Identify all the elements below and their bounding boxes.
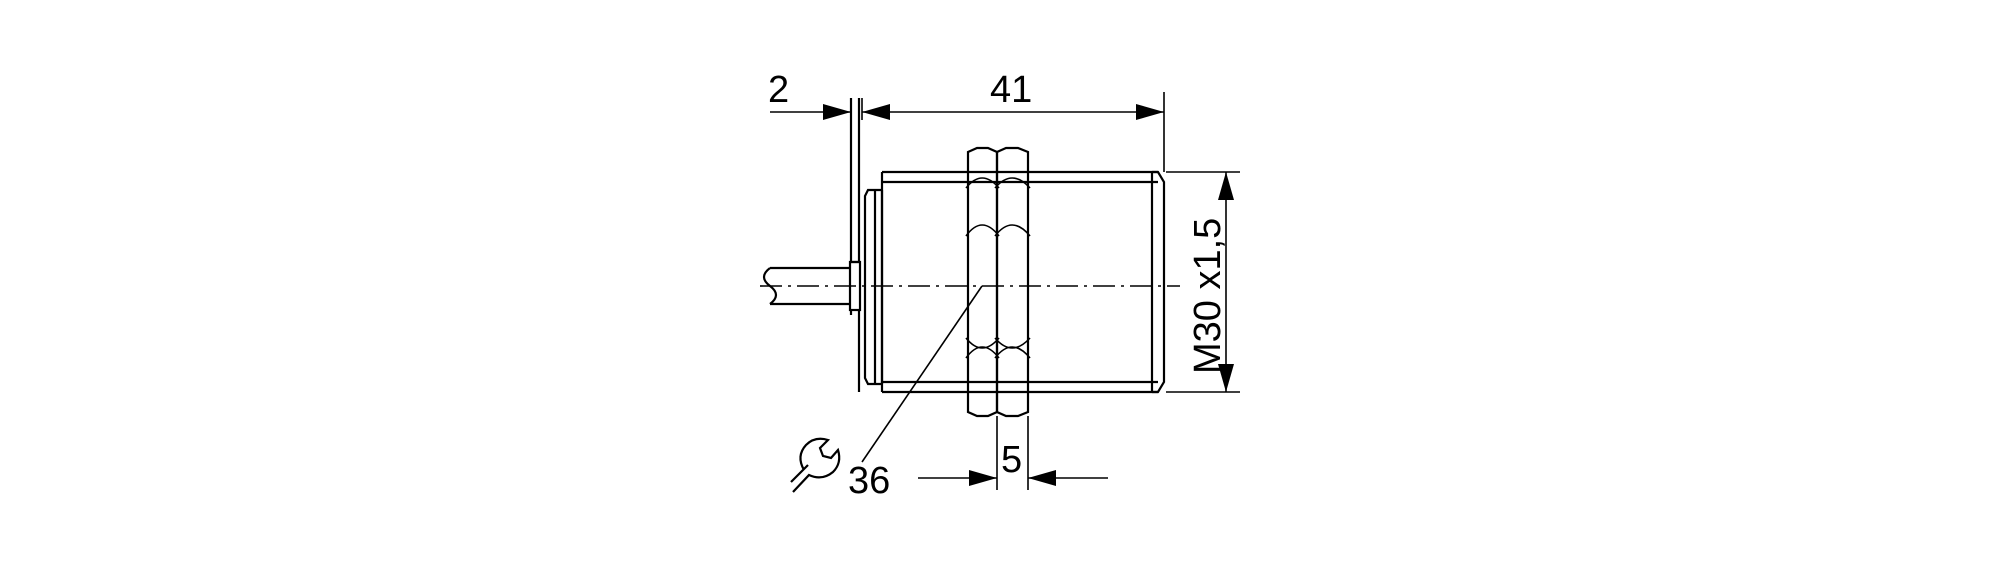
- flange: [849, 98, 861, 392]
- dim-label-thread: M30 x1,5: [1187, 218, 1229, 374]
- wrench-icon: [790, 437, 841, 493]
- dim-label-wrench-size: 36: [848, 460, 890, 502]
- hex-nut-right: [994, 146, 1031, 418]
- rear-cap: [863, 188, 884, 386]
- hex-nut-left: [965, 146, 1000, 418]
- dim-label-body-length: 41: [990, 69, 1032, 111]
- dimension-wrench-size: 36: [790, 285, 983, 502]
- dim-label-flange-gap: 2: [768, 69, 789, 111]
- sensor-body: [880, 170, 1166, 394]
- dim-label-nut-width: 5: [1001, 439, 1022, 481]
- dimension-flange-gap: 2: [768, 69, 890, 120]
- dimension-nut-width: 5: [918, 416, 1108, 490]
- dimension-body-length: 41: [862, 69, 1165, 172]
- dimension-thread: M30 x1,5: [1166, 171, 1240, 393]
